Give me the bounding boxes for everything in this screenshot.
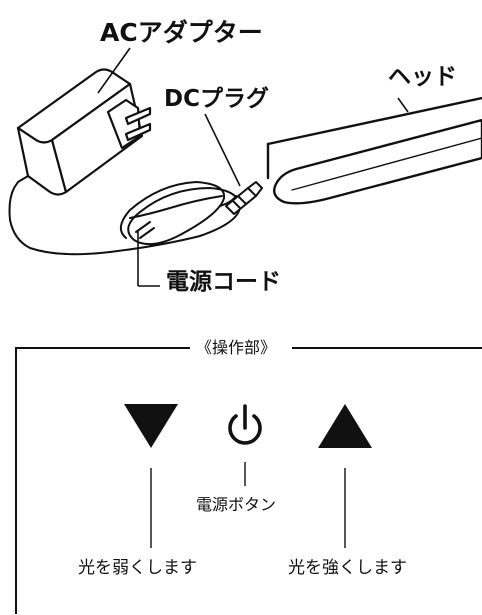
dc-plug-drawing <box>225 181 263 215</box>
dim-triangle-icon <box>124 404 178 448</box>
power-icon-ring <box>228 414 262 445</box>
ac-adapter-label: ACアダプター <box>100 18 263 47</box>
head-lower-body <box>273 118 482 205</box>
ac-adapter-prong-bottom <box>124 122 152 142</box>
head-inner-line <box>291 137 482 191</box>
power-cord-drawing <box>8 175 241 256</box>
dc-plug-grip <box>231 195 247 209</box>
brighten-label: 光を強くします <box>288 558 407 578</box>
dc-plug-label: DCプラグ <box>164 86 269 112</box>
head-drawing <box>266 96 482 205</box>
head-label: ヘッド <box>388 64 457 90</box>
power-cord-lead <box>8 175 111 256</box>
dc-plug-leader <box>204 113 241 187</box>
dim-label: 光を弱くします <box>78 558 197 578</box>
ac-adapter-prong-top <box>124 106 152 126</box>
brighten-triangle-icon <box>318 404 372 448</box>
power-icon <box>228 404 262 445</box>
power-cord-label: 電源コード <box>166 269 281 295</box>
panel-border-left <box>15 347 190 614</box>
dc-plug-tip <box>247 181 263 197</box>
head-leader <box>397 97 409 113</box>
power-cord-coil-inner <box>129 195 223 219</box>
power-cord-coil <box>109 181 241 253</box>
power-button-label: 電源ボタン <box>196 495 277 514</box>
ac-adapter-leader <box>97 47 131 94</box>
head-top-edge <box>266 96 482 146</box>
panel-title: 《操作部》 <box>194 338 279 357</box>
